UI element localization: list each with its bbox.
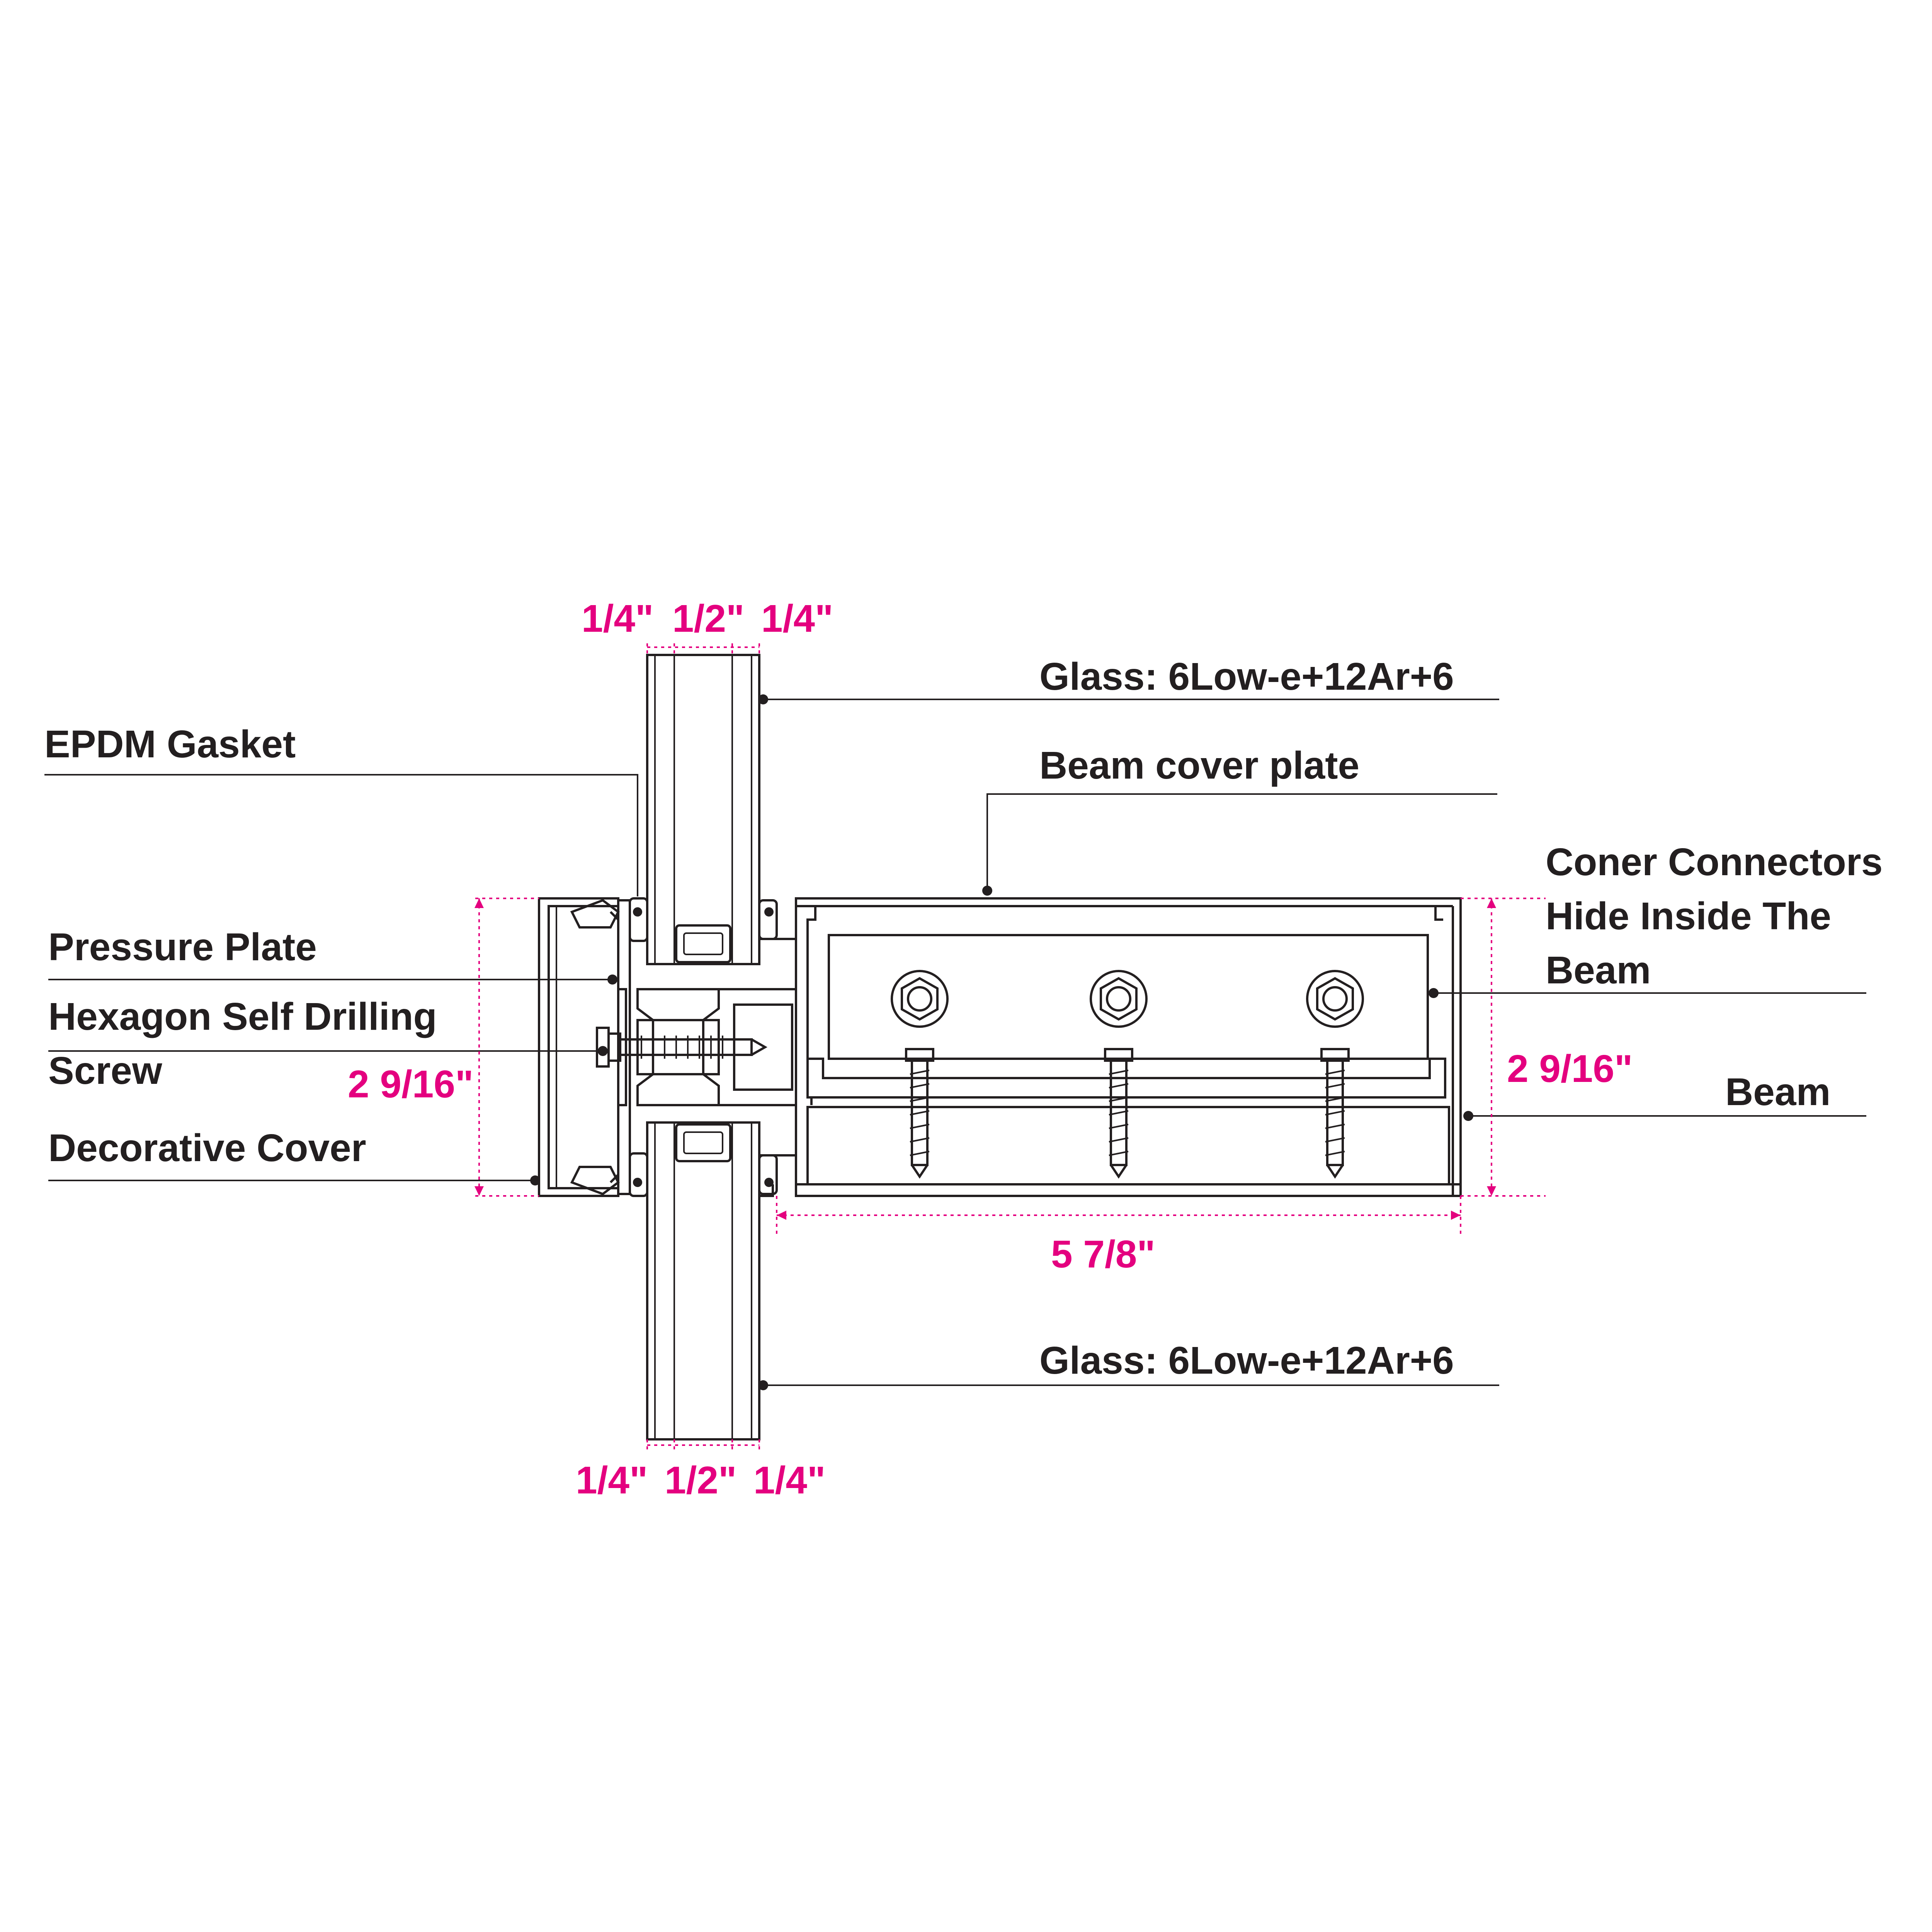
label-glass-top: Glass: 6Low-e+12Ar+6 [1039, 655, 1454, 698]
hex-nuts [891, 970, 1364, 1028]
label-beam: Beam [1725, 1070, 1830, 1114]
label-glass-bottom: Glass: 6Low-e+12Ar+6 [1039, 1339, 1454, 1382]
epdm-gaskets [629, 897, 778, 1197]
glass-top [646, 654, 760, 965]
beam-shape [759, 897, 1462, 1197]
label-beam-cover-plate: Beam cover plate [1039, 744, 1359, 787]
dim-right-height: 2 9/16" [1507, 1047, 1633, 1090]
vertical-screws [905, 1048, 1350, 1179]
label-decorative-cover: Decorative Cover [48, 1126, 366, 1170]
dim-top-quarter-left: 1/4" [582, 597, 653, 640]
label-hex-screw-1: Hexagon Self Drilling [48, 995, 437, 1038]
label-epdm-gasket: EPDM Gasket [44, 723, 296, 766]
dim-bottom-quarter-left: 1/4" [576, 1459, 648, 1502]
dim-bottom-half: 1/2" [665, 1459, 736, 1502]
dim-beam-width: 5 7/8" [1051, 1233, 1155, 1276]
dim-bottom-quarter-right: 1/4" [753, 1459, 825, 1502]
decorative-cover-shape [538, 897, 620, 1197]
dim-top-half: 1/2" [672, 597, 744, 640]
dimension-lines [475, 643, 1546, 1451]
isolator-blocks [636, 900, 797, 1194]
label-corner-connectors-2: Hide Inside The [1546, 895, 1831, 938]
label-corner-connectors-3: Beam [1546, 949, 1651, 992]
dim-top-quarter-right: 1/4" [761, 597, 833, 640]
dimension-arrows [474, 898, 1496, 1220]
label-corner-connectors-1: Coner Connectors [1546, 840, 1883, 884]
leader-lines [44, 694, 1866, 1390]
label-hex-screw-2: Screw [48, 1049, 162, 1092]
dim-left-height: 2 9/16" [348, 1063, 473, 1106]
hexagon-screw-shape [596, 1027, 768, 1068]
glass-bottom [646, 1121, 760, 1440]
label-pressure-plate: Pressure Plate [48, 925, 317, 969]
